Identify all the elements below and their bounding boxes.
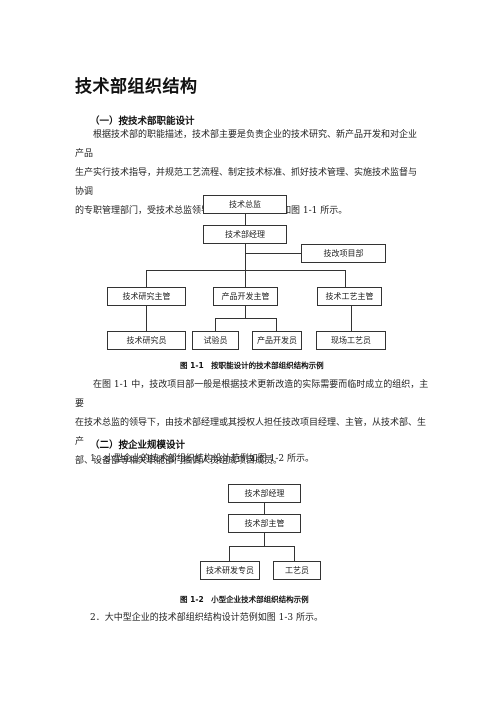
connector (229, 546, 230, 561)
para-line: 生产实行技术指导，并规范工艺流程、制定技术标准、抓好技术管理、实施技术监督与协调 (75, 168, 418, 197)
box-tech-dept-supervisor: 技术部主管 (228, 514, 301, 533)
box-tech-dept-manager: 技术部经理 (203, 225, 287, 244)
section-2-heading: （二）按企业规模设计 (90, 440, 186, 451)
connector (245, 270, 246, 287)
box-tech-dept-manager: 技术部经理 (228, 484, 301, 503)
connector (146, 270, 147, 287)
connector (215, 318, 216, 331)
item-1-text: 1．小型企业的技术部组织结构设计范例如图 1-2 所示。 (90, 454, 314, 464)
section-1-heading: （一）按技术部职能设计 (90, 116, 195, 127)
box-researcher: 技术研究员 (107, 331, 186, 350)
connector (294, 546, 295, 561)
connector (345, 270, 346, 287)
section-1-after-paragraph: 在图 1-1 中，技改项目部一般是根据技术更新改造的实际需要而临时成立的组织，主… (75, 376, 430, 471)
box-chief-technology-officer: 技术总监 (203, 195, 287, 214)
connector (146, 306, 147, 331)
figure-1-2-caption: 图 1-2 小型企业技术部组织结构示例 (180, 595, 309, 604)
connector (351, 306, 352, 331)
connector (264, 533, 265, 546)
box-process-supervisor: 技术工艺主管 (317, 287, 382, 306)
item-2-text: 2．大中型企业的技术部组织结构设计范例如图 1-3 所示。 (90, 613, 323, 623)
para-line: 在图 1-1 中，技改项目部一般是根据技术更新改造的实际需要而临时成立的组织，主… (75, 380, 429, 409)
box-tester: 试验员 (192, 331, 239, 350)
connector (264, 503, 265, 514)
box-process-engineer: 工艺员 (273, 561, 321, 580)
box-research-supervisor: 技术研究主管 (107, 287, 186, 306)
page-title: 技术部组织结构 (75, 77, 198, 97)
connector (245, 253, 301, 254)
box-rd-specialist: 技术研发专员 (200, 561, 260, 580)
box-product-dev-supervisor: 产品开发主管 (213, 287, 278, 306)
box-tech-renovation-project-dept: 技改项目部 (301, 244, 386, 263)
connector (245, 306, 246, 318)
para-line: 部、设备部等相关职能部门抽调人员组成项目成员。 (75, 456, 283, 466)
connector (245, 244, 246, 270)
box-onsite-process-engineer: 现场工艺员 (316, 331, 386, 350)
connector (276, 318, 277, 331)
para-line: 根据技术部的职能描述，技术部主要是负责企业的技术研究、新产品开发和对企业产品 (75, 130, 418, 159)
connector (245, 214, 246, 225)
connector (215, 318, 277, 319)
para-line: 在技术总监的领导下，由技术部经理或其授权人担任技改项目经理、主管，从技术部、生产 (75, 418, 427, 447)
box-product-developer: 产品开发员 (252, 331, 302, 350)
figure-1-1-caption: 图 1-1 按职能设计的技术部组织结构示例 (180, 361, 324, 370)
connector (229, 546, 295, 547)
